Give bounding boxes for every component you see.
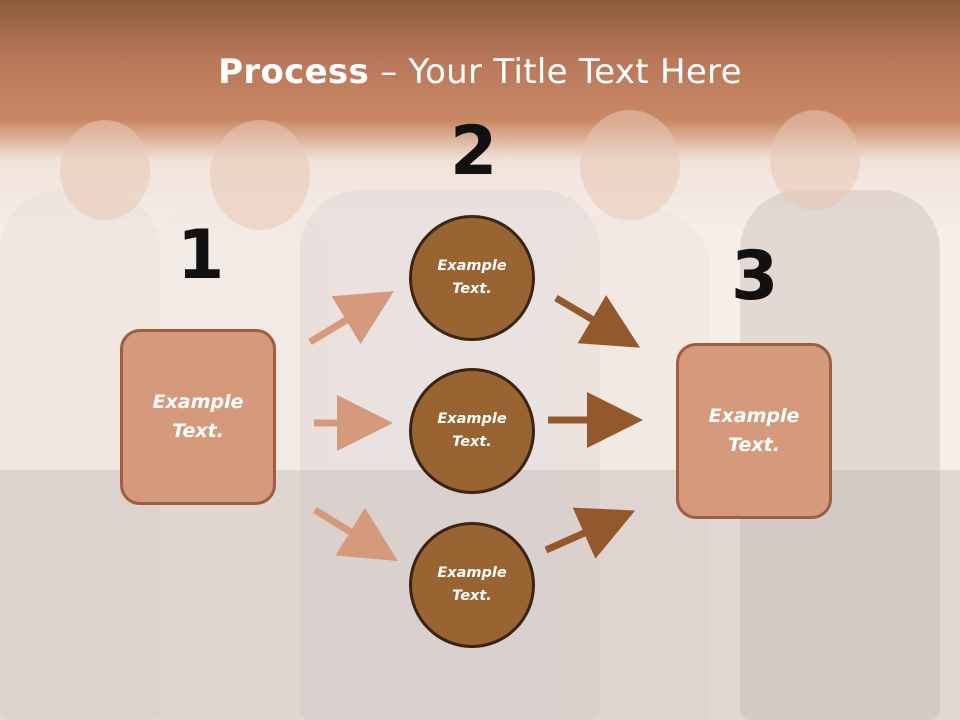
left-box: Example Text. — [120, 329, 276, 505]
step-number-1: 1 — [177, 216, 225, 295]
circle-middle: Example Text. — [409, 368, 535, 494]
arrow-bottom-to-right — [544, 507, 636, 559]
slide-title: Process – Your Title Text Here — [0, 52, 960, 92]
step-number-2: 2 — [450, 112, 498, 191]
arrow-left-to-top — [308, 291, 394, 345]
circle-top: Example Text. — [409, 215, 535, 341]
arrow-left-to-bottom — [313, 507, 398, 562]
right-box: Example Text. — [676, 343, 832, 519]
arrow-top-to-right — [554, 294, 641, 348]
title-bold: Process — [218, 52, 370, 92]
step-number-3: 3 — [731, 237, 779, 316]
circle-bottom: Example Text. — [409, 522, 535, 648]
title-rest: – Your Title Text Here — [369, 52, 742, 92]
